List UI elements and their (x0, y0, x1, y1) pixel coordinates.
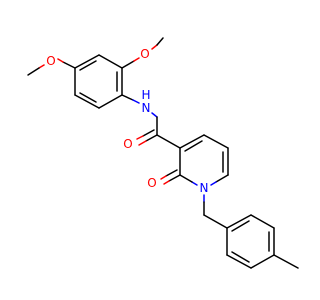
bond (203, 214, 228, 229)
bond (215, 174, 229, 183)
bond (250, 254, 275, 269)
bond (163, 180, 170, 185)
bond (27, 67, 40, 76)
bond (179, 174, 193, 183)
bond (145, 134, 158, 142)
pyridinone-ring (179, 134, 229, 186)
atom-n-amide: N (142, 101, 151, 115)
bond (121, 94, 134, 101)
methylbenzyl-ring (226, 214, 275, 269)
bond (203, 134, 229, 149)
atom-o-methoxy-top: O (140, 47, 149, 61)
bond (136, 135, 144, 140)
bond (121, 60, 135, 69)
atom-o-methoxy-left: O (46, 54, 55, 68)
bond (273, 254, 299, 269)
bond (133, 57, 140, 62)
bond (168, 174, 181, 182)
dimethoxyphenyl-ring (74, 54, 123, 109)
atom-o-ring: O (147, 176, 156, 190)
bond (160, 175, 167, 180)
bond (231, 251, 250, 263)
bond (151, 112, 158, 118)
bond (138, 140, 147, 146)
bond (74, 54, 100, 69)
bond (62, 61, 76, 69)
bond (165, 169, 178, 177)
bond (156, 134, 181, 149)
bond (184, 140, 203, 152)
bond (74, 94, 100, 109)
molecule-structure: O O N H O N O (27, 37, 299, 269)
bond (156, 37, 164, 46)
bond (79, 92, 97, 103)
bond (79, 60, 97, 71)
bond (191, 181, 198, 186)
bond (179, 134, 205, 149)
atom-nh: N H (141, 88, 150, 115)
atom-h-amide: H (141, 88, 150, 102)
atom-o-amide: O (123, 137, 132, 151)
bond (98, 54, 123, 69)
bond (210, 181, 217, 186)
atom-n-ring: N (200, 181, 209, 195)
bond (151, 44, 158, 50)
bond (231, 220, 250, 232)
bond (132, 99, 140, 104)
bond (226, 254, 252, 269)
bond (57, 58, 64, 63)
bond (226, 214, 252, 229)
bond (142, 129, 155, 137)
bond (38, 64, 45, 69)
bond (250, 214, 275, 229)
bond (98, 94, 123, 109)
